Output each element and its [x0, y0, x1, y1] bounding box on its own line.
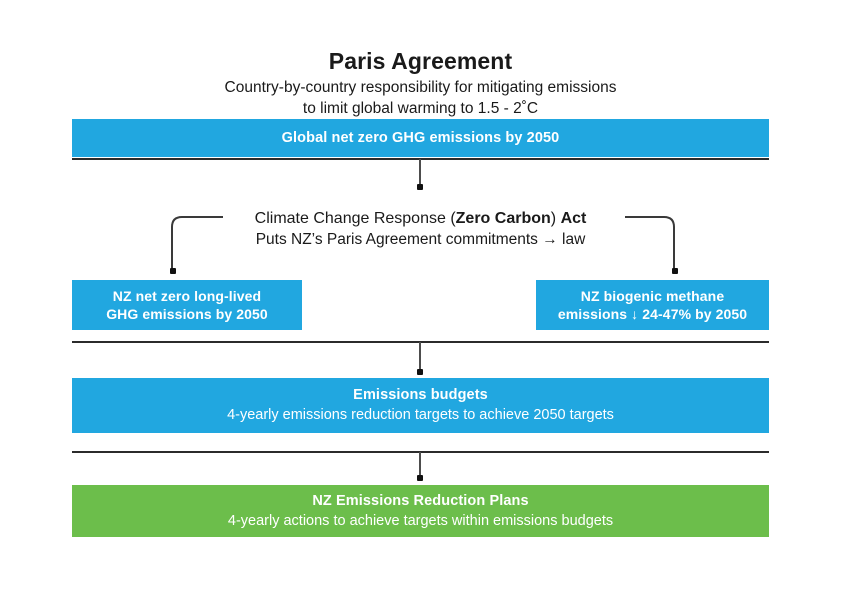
connector-endpoint-dot-right: [672, 268, 678, 274]
act-text-bold-zero-carbon: Zero Carbon: [455, 210, 551, 227]
node-emissions-budgets-subtitle: 4-yearly emissions reduction targets to …: [227, 407, 614, 423]
node-nz-emissions-reduction-plans-title: NZ Emissions Reduction Plans: [312, 492, 529, 509]
node-emissions-budgets-title: Emissions budgets: [353, 387, 488, 404]
node-nz-net-zero-long-lived-line-2: GHG emissions by 2050: [106, 306, 268, 322]
act-text-mid: ): [550, 210, 561, 227]
act-text-prefix: Climate Change Response (: [254, 210, 456, 227]
node-global-net-zero-title: Global net zero GHG emissions by 2050: [281, 129, 560, 146]
connector-elbow-left: [171, 216, 223, 270]
node-nz-net-zero-long-lived: NZ net zero long-lived GHG emissions by …: [72, 280, 302, 330]
node-nz-biogenic-methane: NZ biogenic methane emissions ↓ 24-47% b…: [536, 280, 769, 330]
node-zero-carbon-act-line-1: Climate Change Response (Zero Carbon) Ac…: [72, 208, 769, 229]
node-nz-net-zero-long-lived-line-1: NZ net zero long-lived: [112, 287, 262, 304]
node-nz-emissions-reduction-plans: NZ Emissions Reduction Plans 4-yearly ac…: [72, 485, 769, 537]
connector-line-global-to-act: [419, 159, 421, 187]
page-title: Paris Agreement: [328, 48, 513, 74]
connector-line-targets-to-budgets: [419, 342, 421, 372]
connector-endpoint-dot-left: [170, 268, 176, 274]
act-text-bold-act: Act: [560, 210, 587, 227]
connector-line-budgets-to-plans: [419, 452, 421, 478]
node-zero-carbon-act-line-2: Puts NZ’s Paris Agreement commitments → …: [255, 231, 586, 249]
node-zero-carbon-act: Climate Change Response (Zero Carbon) Ac…: [72, 208, 769, 251]
connector-endpoint-dot-3: [417, 475, 423, 481]
node-nz-emissions-reduction-plans-subtitle: 4-yearly actions to achieve targets with…: [227, 512, 614, 529]
node-emissions-budgets: Emissions budgets 4-yearly emissions red…: [72, 378, 769, 433]
header-subtitle-line-2: to limit global warming to 1.5 - 2˚C: [302, 99, 539, 117]
connector-endpoint-dot-1: [417, 184, 423, 190]
header-subtitle-line-1: Country-by-country responsibility for mi…: [224, 79, 617, 97]
connector-endpoint-dot-2: [417, 369, 423, 375]
node-nz-biogenic-methane-line-1: NZ biogenic methane: [580, 287, 725, 304]
header-title-block: Paris Agreement Country-by-country respo…: [72, 47, 769, 119]
node-global-net-zero: Global net zero GHG emissions by 2050: [72, 119, 769, 157]
node-nz-biogenic-methane-line-2: emissions ↓ 24-47% by 2050: [557, 306, 748, 322]
connector-elbow-right: [625, 216, 675, 270]
